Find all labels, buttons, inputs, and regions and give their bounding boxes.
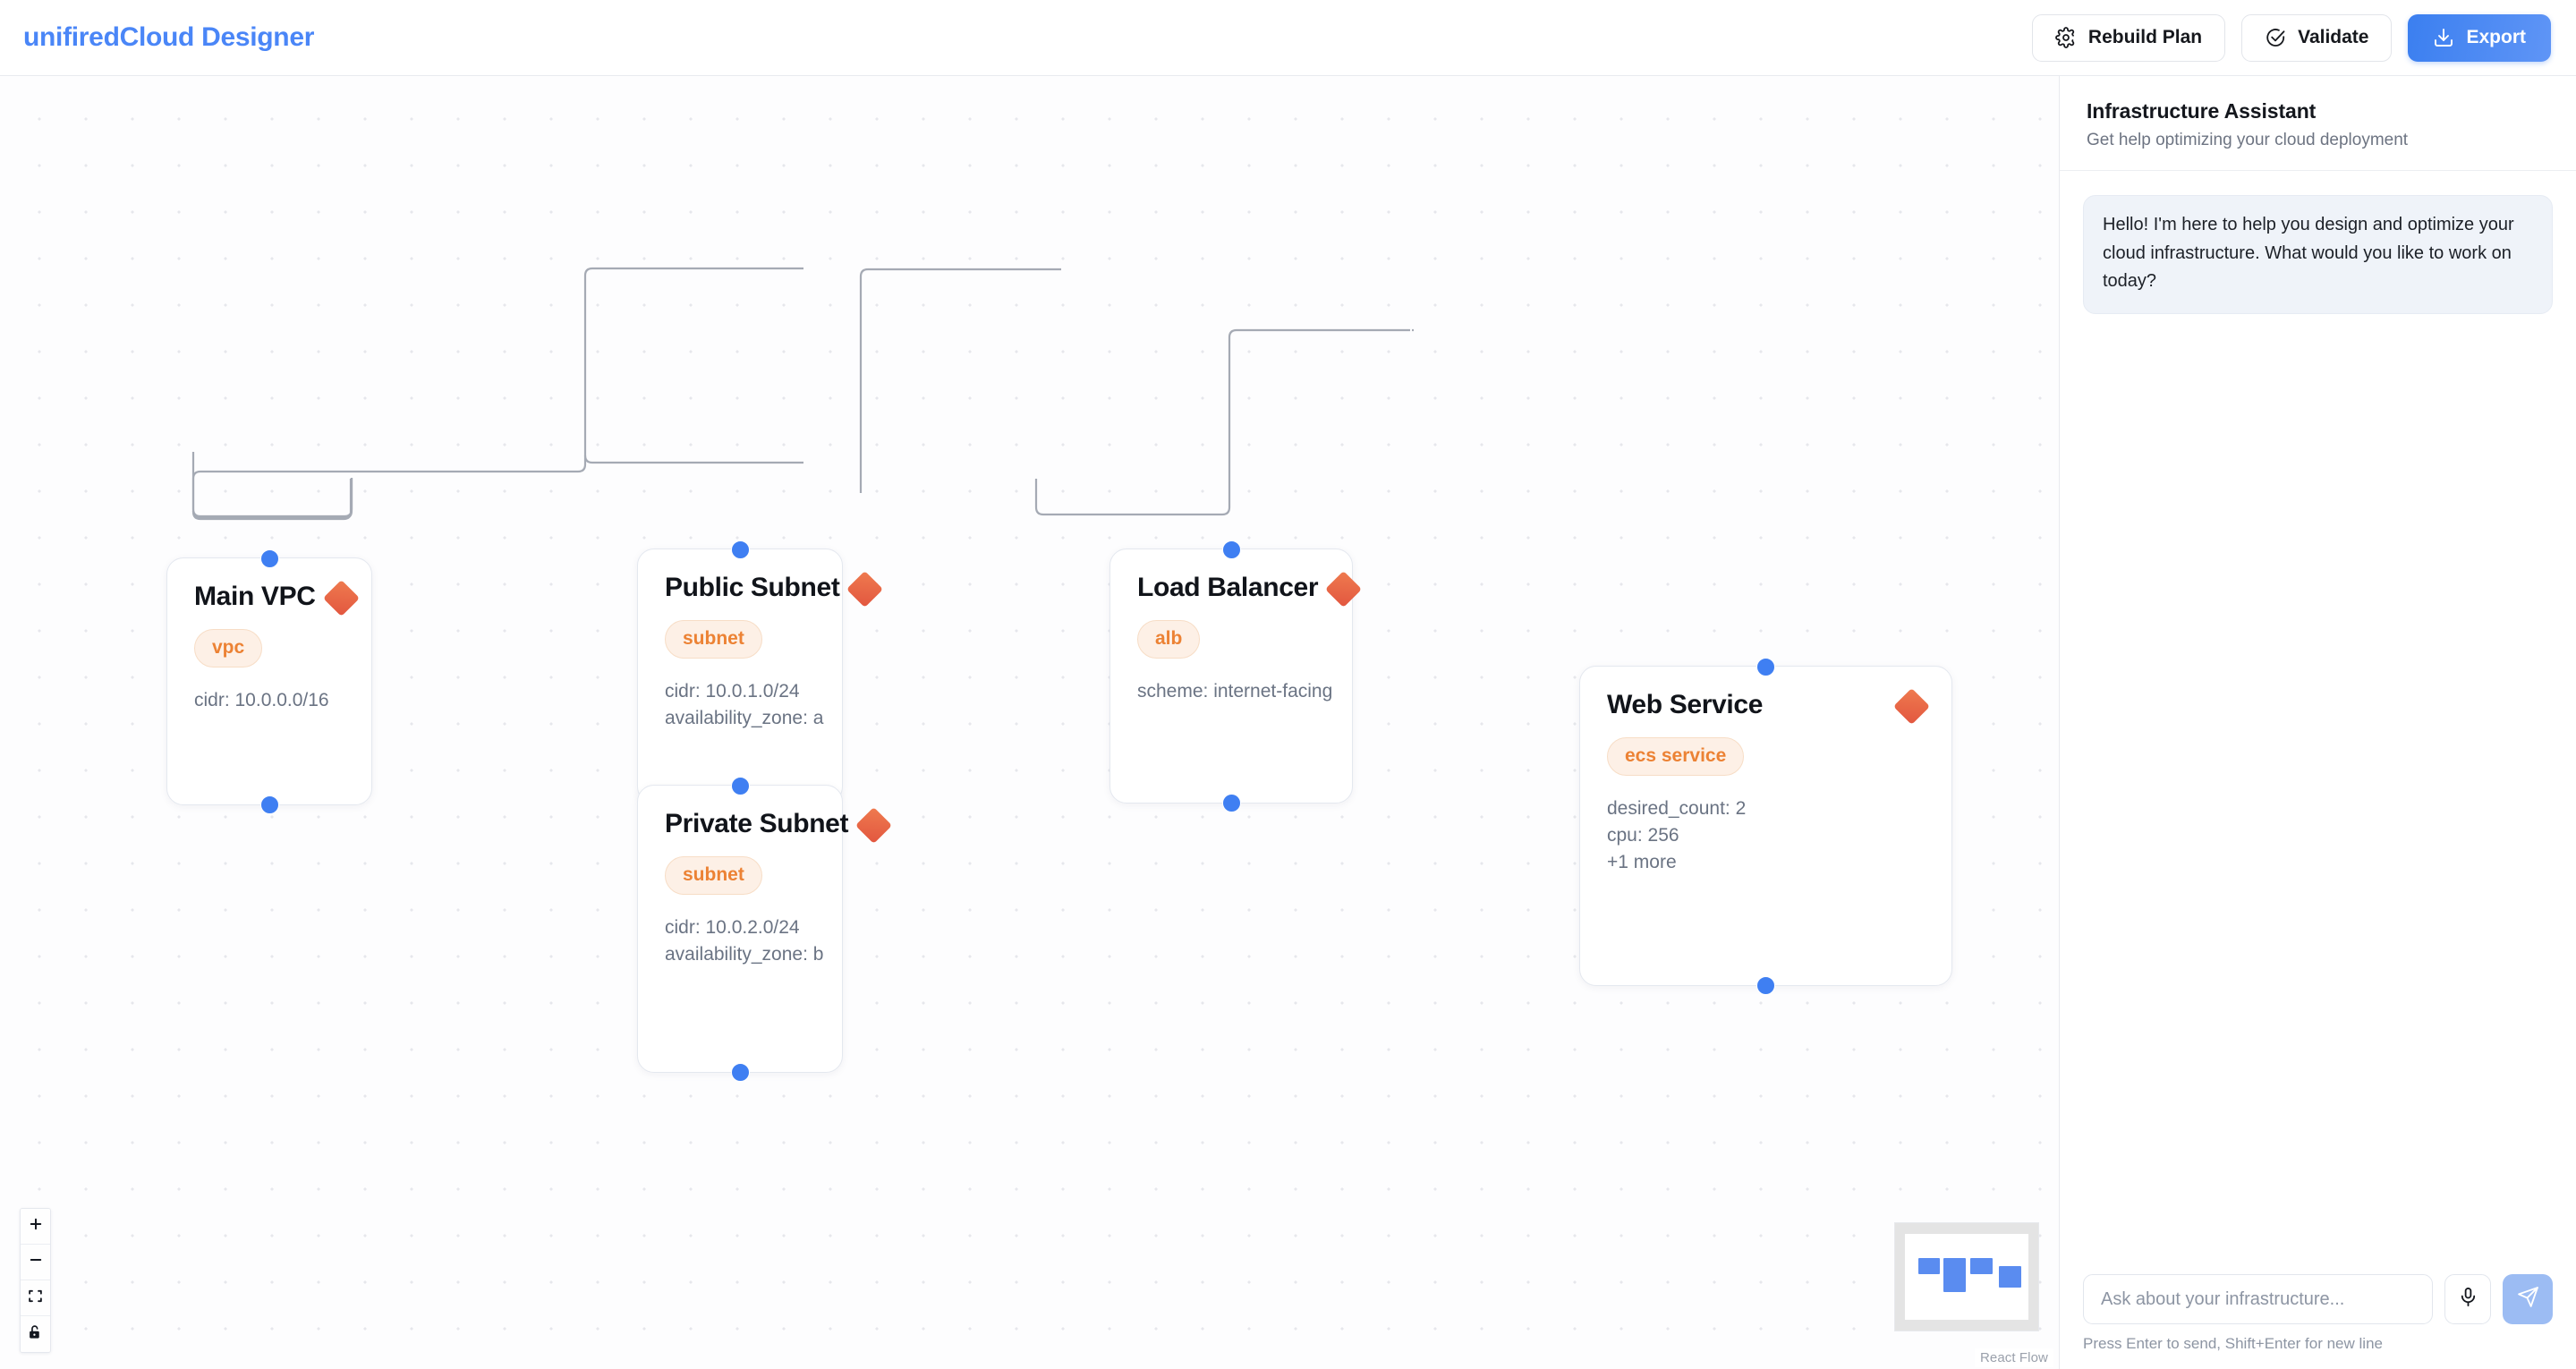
node-handle-source[interactable]: [259, 795, 279, 814]
unlock-icon: [28, 1324, 43, 1344]
react-flow-attribution[interactable]: React Flow: [1974, 1348, 2053, 1367]
node-title: Public Subnet: [665, 573, 840, 602]
assistant-subtitle: Get help optimizing your cloud deploymen…: [2087, 131, 2409, 149]
rebuild-plan-label: Rebuild Plan: [2087, 27, 2203, 47]
node-type-badge: alb: [1137, 619, 1201, 659]
node-title: Private Subnet: [665, 809, 849, 838]
minus-icon: [28, 1252, 44, 1272]
node-properties: cidr: 10.0.1.0/24 availability_zone: a: [665, 678, 824, 732]
rebuild-plan-button[interactable]: Rebuild Plan: [2031, 13, 2226, 62]
node-property: scheme: internet-facing: [1137, 680, 1333, 702]
fit-view-button[interactable]: [21, 1280, 50, 1316]
zoom-out-button[interactable]: [21, 1245, 50, 1280]
assistant-title: Infrastructure Assistant: [2087, 99, 2317, 123]
node-title: Load Balancer: [1137, 573, 1319, 602]
canvas-controls: [20, 1208, 51, 1353]
flow-canvas[interactable]: Main VPC vpc cidr: 10.0.0.0/16 Public Su…: [0, 76, 2059, 1369]
node-properties: cidr: 10.0.2.0/24 availability_zone: b: [665, 914, 824, 968]
node-type-badge: vpc: [194, 628, 263, 667]
node-handle-source[interactable]: [1221, 793, 1241, 812]
node-handle-target[interactable]: [1221, 540, 1241, 559]
node-type-badge: subnet: [665, 855, 762, 895]
resource-diamond-icon: [1325, 570, 1363, 608]
node-handle-target[interactable]: [730, 776, 750, 795]
node-title: Web Service: [1607, 690, 1764, 719]
plus-icon: [28, 1216, 44, 1237]
node-handle-target[interactable]: [1756, 657, 1775, 676]
node-properties: desired_count: 2 cpu: 256 +1 more: [1607, 795, 1925, 877]
voice-input-button[interactable]: [2444, 1274, 2491, 1324]
chat-composer-row: [2083, 1274, 2553, 1324]
resource-diamond-icon: [1892, 687, 1931, 726]
send-icon: [2517, 1286, 2539, 1313]
assistant-panel-header: Infrastructure Assistant Get help optimi…: [2060, 76, 2576, 171]
check-circle-icon: [2265, 27, 2286, 48]
fit-view-icon: [28, 1288, 43, 1308]
node-header: Private Subnet: [665, 806, 893, 845]
node-web-service[interactable]: Web Service ecs service desired_count: 2…: [1579, 657, 1952, 995]
minimap-node: [1970, 1257, 1993, 1275]
resource-diamond-icon: [322, 579, 360, 617]
minimap-node: [1998, 1265, 2021, 1288]
node-property: availability_zone: a: [665, 707, 824, 728]
export-button[interactable]: Export: [2408, 13, 2551, 62]
chat-input[interactable]: [2083, 1274, 2433, 1324]
assistant-message: Hello! I'm here to help you design and o…: [2083, 195, 2553, 314]
toggle-interactivity-button[interactable]: [21, 1316, 50, 1352]
canvas-minimap[interactable]: [1894, 1222, 2039, 1331]
node-header: Main VPC: [194, 579, 360, 617]
export-label: Export: [2466, 27, 2526, 47]
header-actions: Rebuild Plan Validate: [2031, 13, 2551, 62]
resource-diamond-icon: [846, 570, 884, 608]
chat-message-list: Hello! I'm here to help you design and o…: [2060, 171, 2576, 1274]
node-handle-target[interactable]: [259, 548, 279, 568]
node-property: cpu: 256: [1607, 824, 1679, 846]
node-main-vpc[interactable]: Main VPC vpc cidr: 10.0.0.0/16: [166, 548, 372, 814]
download-icon: [2433, 27, 2454, 48]
node-header: Public Subnet: [665, 570, 884, 608]
validate-button[interactable]: Validate: [2241, 13, 2393, 62]
node-header: Load Balancer: [1137, 570, 1363, 608]
node-title: Main VPC: [194, 582, 316, 611]
node-properties: scheme: internet-facing: [1137, 678, 1333, 705]
node-header: Web Service: [1607, 687, 1931, 726]
node-handle-source[interactable]: [730, 1062, 750, 1082]
assistant-panel: Infrastructure Assistant Get help optimi…: [2059, 76, 2576, 1369]
node-property: cidr: 10.0.2.0/24: [665, 916, 800, 938]
zoom-in-button[interactable]: [21, 1209, 50, 1245]
node-property: availability_zone: b: [665, 943, 824, 965]
node-type-badge: ecs service: [1607, 736, 1745, 776]
node-property: +1 more: [1607, 852, 1677, 873]
resource-diamond-icon: [855, 806, 893, 845]
minimap-node: [1918, 1257, 1940, 1275]
app-brand-title: unifiredCloud Designer: [23, 22, 315, 52]
microphone-icon: [2458, 1287, 2478, 1312]
send-message-button[interactable]: [2503, 1274, 2553, 1324]
composer-hint: Press Enter to send, Shift+Enter for new…: [2083, 1335, 2383, 1352]
node-property: cidr: 10.0.0.0/16: [194, 689, 329, 710]
gear-icon: [2055, 27, 2077, 48]
minimap-node: [1943, 1257, 1966, 1293]
node-handle-source[interactable]: [1756, 975, 1775, 995]
app-body: Main VPC vpc cidr: 10.0.0.0/16 Public Su…: [0, 76, 2576, 1369]
node-type-badge: subnet: [665, 619, 762, 659]
node-public-subnet[interactable]: Public Subnet subnet cidr: 10.0.1.0/24 a…: [637, 540, 884, 812]
chat-composer: Press Enter to send, Shift+Enter for new…: [2060, 1274, 2576, 1369]
node-property: cidr: 10.0.1.0/24: [665, 680, 800, 702]
node-private-subnet[interactable]: Private Subnet subnet cidr: 10.0.2.0/24 …: [637, 776, 893, 1082]
node-handle-target[interactable]: [730, 540, 750, 559]
node-load-balancer[interactable]: Load Balancer alb scheme: internet-facin…: [1109, 540, 1363, 812]
node-properties: cidr: 10.0.0.0/16: [194, 687, 344, 714]
app-header: unifiredCloud Designer Rebuild Plan: [0, 0, 2576, 76]
minimap-viewport: [1905, 1234, 2028, 1320]
node-property: desired_count: 2: [1607, 797, 1747, 819]
validate-label: Validate: [2298, 27, 2369, 47]
